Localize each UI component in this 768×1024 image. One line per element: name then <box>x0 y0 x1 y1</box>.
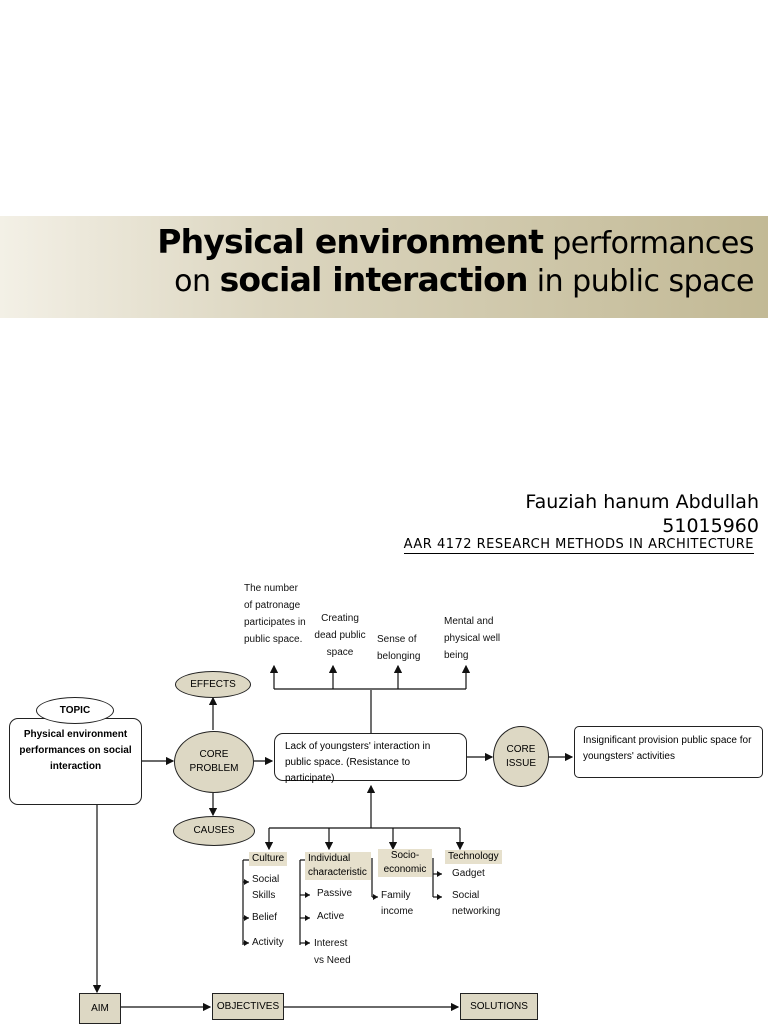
author-name: Fauziah hanum Abdullah <box>525 491 759 513</box>
title-line-2: on social interaction in public space <box>174 260 754 300</box>
core-problem-node: CORE PROBLEM <box>174 731 254 793</box>
effects-node: EFFECTS <box>175 671 251 698</box>
student-id: 51015960 <box>662 515 759 537</box>
cause-group-individual: Individual characteristic <box>305 852 371 880</box>
culture-item-activity: Activity <box>252 937 284 948</box>
technology-item-gadget: Gadget <box>452 868 485 879</box>
issue-box: Insignificant provision public space for… <box>574 726 763 778</box>
individual-item-active: Active <box>317 911 345 922</box>
effect-item-belonging: Sense of belonging <box>377 634 421 662</box>
solutions-box: SOLUTIONS <box>460 993 538 1020</box>
technology-item-social-networking: Social networking <box>452 890 501 917</box>
effect-item-patronage: The number of patronage participates in … <box>244 583 306 645</box>
aim-box: AIM <box>79 993 121 1024</box>
course-title: AAR 4172 RESEARCH METHODS IN ARCHITECTUR… <box>403 537 754 554</box>
title-line-1: Physical environment performances <box>157 222 754 262</box>
causes-node: CAUSES <box>173 816 255 846</box>
culture-item-social-skills: Social Skills <box>252 874 280 901</box>
topic-box: Physical environment performances on soc… <box>9 718 142 805</box>
cause-group-culture: Culture <box>249 852 288 866</box>
cause-group-socio-economic: Socio-economic <box>378 849 432 877</box>
individual-item-interest-need: Interest vs Need <box>314 938 351 966</box>
core-issue-node: CORE ISSUE <box>493 726 549 787</box>
objectives-box: OBJECTIVES <box>212 993 284 1020</box>
cause-group-technology: Technology <box>445 850 502 864</box>
effect-item-dead-space: Creating dead public space <box>314 613 366 658</box>
socio-item-family-income: Family income <box>381 890 414 917</box>
individual-item-passive: Passive <box>317 888 353 899</box>
effect-item-wellbeing: Mental and physical well being <box>444 616 501 661</box>
title-banner: Physical environment performances on soc… <box>0 216 768 318</box>
culture-item-belief: Belief <box>252 912 278 923</box>
problem-box: Lack of youngsters' interaction in publi… <box>274 733 467 784</box>
topic-label: TOPIC <box>36 697 114 724</box>
